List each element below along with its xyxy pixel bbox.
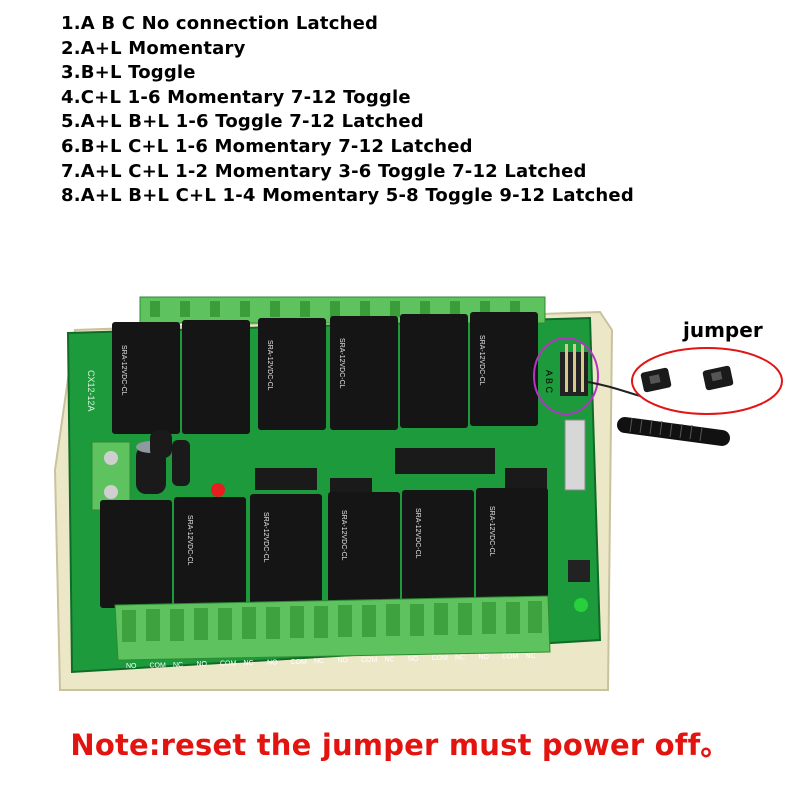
terminal-label: NO (479, 654, 490, 661)
relay (470, 312, 538, 426)
mode-6: 6.B+L C+L 1-6 Momentary 7-12 Latched (61, 135, 473, 157)
jumper-pin-labels: A B C (544, 370, 554, 394)
red-led (211, 483, 225, 497)
capacitor (150, 430, 172, 458)
jumper-cap (702, 365, 734, 391)
relay-label: SRA-12VDC-CL (338, 338, 345, 389)
mode-1: 1.A B C No connection Latched (61, 13, 379, 34)
relay-label: SRA-12VDC-CL (120, 345, 127, 396)
relay (400, 314, 468, 428)
ic-chip (505, 468, 547, 490)
terminal-label: COM (291, 659, 308, 666)
note-text: Note:reset the jumper must power off。 (70, 728, 730, 762)
enclosure-base (53, 310, 614, 691)
terminal-label: NO (408, 656, 419, 663)
terminal-label: COM (361, 657, 378, 664)
jumper-cap (640, 367, 672, 393)
loose-jumpers-highlight (631, 347, 783, 415)
relay-label: SRA-12VDC-CL (414, 508, 421, 559)
qc-text: QC (120, 520, 135, 531)
relay-label: SRA-12VDC-CL (186, 515, 193, 566)
jumper-header-highlight (533, 337, 599, 415)
board-model-label: CX12-12A (86, 370, 96, 412)
ic-chip (330, 478, 372, 500)
relay (330, 316, 398, 430)
green-led (574, 598, 588, 612)
relay (402, 490, 474, 602)
terminal-label: NC (173, 662, 183, 669)
relay-label: SRA-12VDC-CL (340, 510, 347, 561)
relay (258, 318, 326, 430)
top-relay-row (112, 312, 538, 434)
reset-button (568, 560, 590, 582)
mode-5: 5.A+L B+L 1-6 Toggle 7-12 Latched (61, 111, 424, 133)
relay-label: SRA-12VDC-CL (262, 512, 269, 563)
terminal-label: NO (126, 663, 137, 670)
mode-7: 7.A+L C+L 1-2 Momentary 3-6 Toggle 7-12 … (61, 160, 587, 182)
crystal (564, 419, 586, 491)
terminal-label: NC (526, 653, 536, 660)
relay (112, 322, 180, 434)
mode-4: 4.C+L 1-6 Momentary 7-12 Toggle (61, 86, 411, 108)
terminal-label: NC (244, 660, 254, 667)
mode-3: 3.B+L Toggle (61, 62, 196, 84)
jumper-label: jumper (683, 318, 763, 342)
bottom-relay-row (100, 488, 548, 608)
capacitor (172, 440, 190, 486)
terminal-label: NO (338, 658, 349, 665)
terminal-label: COM (150, 662, 167, 669)
terminal-label: COM (220, 661, 237, 668)
relay (250, 494, 322, 606)
bottom-terminal-strip (114, 595, 551, 661)
relay-label: SRA-12VDC-CL (266, 340, 273, 391)
terminal-label: COM (502, 653, 519, 660)
terminal-labels: NO COM NC NO COM NC NO COM NC NO COM NC NO COM NC NO COM… (126, 653, 536, 670)
antenna-coil (587, 381, 730, 446)
relay-label: SRA-12VDC-CL (478, 335, 485, 386)
mode-list: 1.A B C No connection Latched 2.A+L Mome… (61, 12, 634, 209)
relay (476, 488, 548, 600)
capacitor (136, 441, 166, 494)
terminal-label: NO (197, 661, 208, 668)
relay-label: SRA-12VDC-CL (488, 506, 495, 557)
pcb-board (66, 316, 602, 674)
mode-2: 2.A+L Momentary (61, 37, 246, 59)
relay (100, 500, 172, 608)
power-terminal (91, 441, 131, 511)
ic-chip (395, 448, 495, 474)
top-terminal-strip (139, 296, 546, 324)
terminal-label: COM (432, 655, 449, 662)
ic-chip (255, 468, 317, 490)
qc-text: PASSED (110, 537, 138, 544)
terminal-label: NC (455, 655, 465, 662)
terminal-label: NO (267, 659, 278, 666)
qc-sticker (104, 507, 158, 555)
jumper-pin-header: A B C (544, 344, 588, 396)
relay (182, 320, 250, 434)
terminal-label: NC (314, 658, 324, 665)
terminal-label: NC (385, 656, 395, 663)
relay (328, 492, 400, 604)
mode-8: 8.A+L B+L C+L 1-4 Momentary 5-8 Toggle 9… (61, 185, 634, 207)
relay (174, 497, 246, 607)
